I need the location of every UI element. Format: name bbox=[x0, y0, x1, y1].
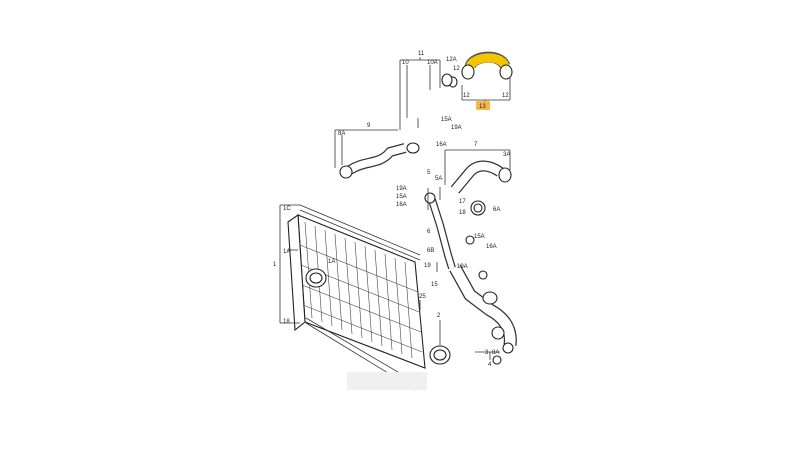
label-13-badge bbox=[476, 101, 490, 110]
label-9: 9 bbox=[367, 123, 371, 129]
label-10: 10 bbox=[402, 60, 409, 66]
label-15a-mid: 15A bbox=[396, 194, 407, 200]
label-18: 18 bbox=[459, 210, 466, 216]
label-4: 4 bbox=[488, 362, 492, 368]
label-8a-bot: 8A bbox=[492, 350, 499, 356]
label-1a: 1A bbox=[283, 249, 290, 255]
pipe-assembly-center bbox=[424, 192, 488, 280]
label-6a: 6A bbox=[493, 207, 500, 213]
label-3a: 3A bbox=[503, 152, 510, 158]
label-12a: 12A bbox=[446, 57, 457, 63]
label-12a-b: 12 bbox=[453, 66, 460, 72]
label-15a-low: 15A bbox=[474, 234, 485, 240]
label-17: 17 bbox=[459, 199, 466, 205]
label-15a-top: 15A bbox=[441, 117, 452, 123]
label-8a-top: 8A bbox=[338, 131, 345, 137]
hose-9 bbox=[339, 143, 407, 179]
pipe-11 bbox=[406, 73, 453, 154]
leader-lines bbox=[279, 57, 511, 360]
label-6: 6 bbox=[427, 229, 431, 235]
label-5a: 5A bbox=[435, 176, 442, 182]
label-18-low: 18 bbox=[283, 319, 290, 325]
label-1a-b: 1A bbox=[328, 259, 335, 265]
label-5: 5 bbox=[427, 170, 431, 176]
label-3: 3 bbox=[485, 350, 489, 356]
intercooler-radiator bbox=[287, 204, 451, 391]
callout-labels: 13 11 12A 12 12 12 10 10A 15A 19A 16A 8A… bbox=[273, 51, 510, 368]
label-16a-top: 16A bbox=[436, 142, 447, 148]
label-15: 15 bbox=[431, 282, 438, 288]
label-10a: 10A bbox=[427, 60, 438, 66]
label-12b: 12 bbox=[463, 93, 470, 99]
label-1c: 1C bbox=[283, 206, 291, 212]
hose-3 bbox=[449, 264, 517, 365]
label-13: 13 bbox=[479, 104, 486, 110]
label-12c: 12 bbox=[502, 93, 509, 99]
highlighted-hose-13 bbox=[448, 51, 513, 88]
label-25: 25 bbox=[419, 294, 426, 300]
label-2: 2 bbox=[437, 313, 441, 319]
label-7: 7 bbox=[474, 142, 478, 148]
hose-7 bbox=[450, 160, 512, 194]
label-19: 19 bbox=[424, 263, 431, 269]
label-6b: 6B bbox=[427, 248, 434, 254]
label-1: 1 bbox=[273, 262, 277, 268]
label-16a-low: 16A bbox=[486, 244, 497, 250]
label-11: 11 bbox=[418, 51, 425, 57]
label-19a-mid: 19A bbox=[396, 186, 407, 192]
label-16a-mid: 16A bbox=[396, 202, 407, 208]
label-19a-top: 19A bbox=[451, 125, 462, 131]
label-19a-low: 19A bbox=[457, 264, 468, 270]
